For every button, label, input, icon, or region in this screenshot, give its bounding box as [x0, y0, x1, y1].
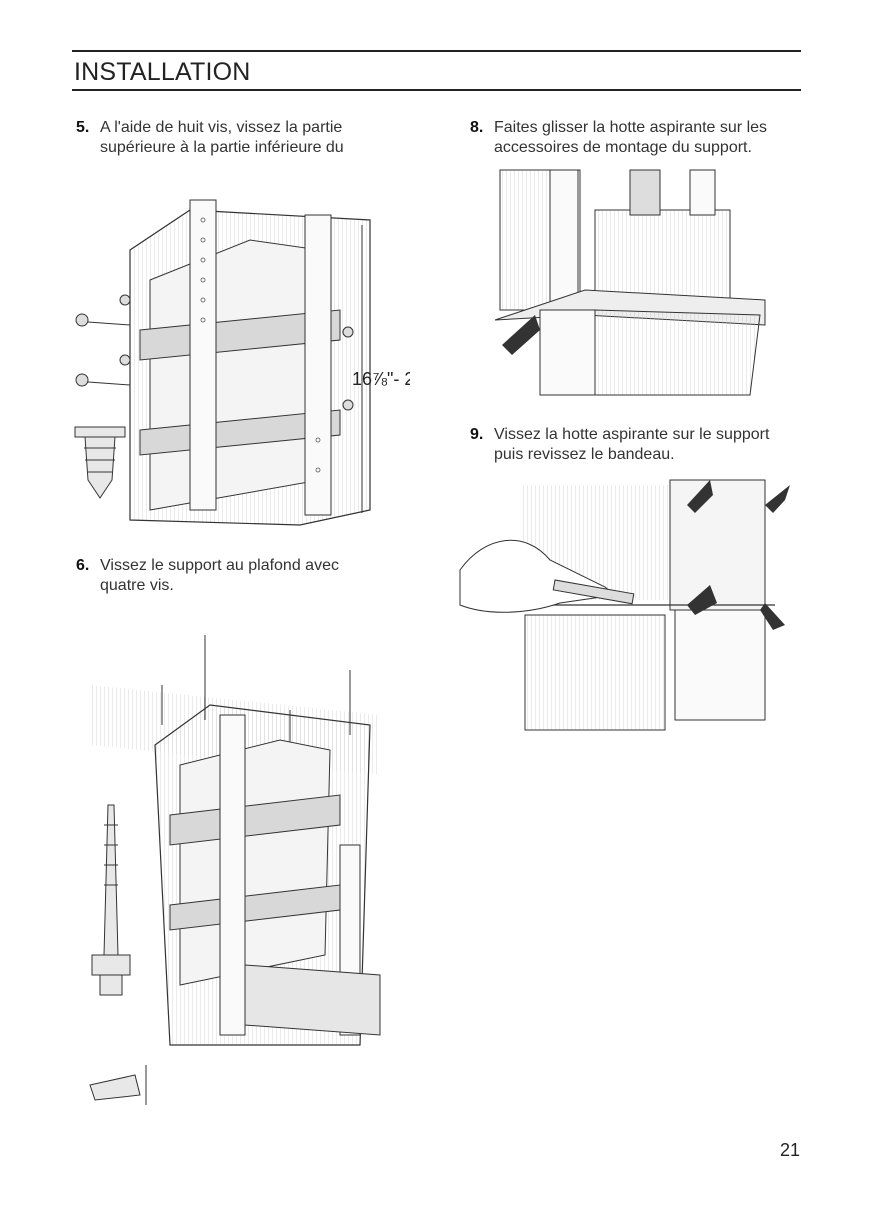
- step-number: 9.: [470, 426, 484, 443]
- step-text-line: puis revissez le bandeau.: [494, 446, 675, 463]
- step-text-line: quatre vis.: [100, 577, 174, 594]
- step-text-line: A l'aide de huit vis, vissez la partie: [100, 119, 343, 136]
- step-number: 5.: [76, 119, 90, 136]
- top-rule: [72, 50, 801, 52]
- step-number: 8.: [470, 119, 484, 136]
- title-rule: [72, 89, 801, 91]
- page-number: 21: [780, 1140, 801, 1160]
- step-text-line: Vissez le support au plafond avec: [100, 557, 339, 574]
- step-6: 6. Vissez le support au plafond avec qua…: [76, 556, 406, 596]
- step-text-line: Faites glisser la hotte aspirante sur le…: [494, 119, 768, 136]
- step-9: 9. Vissez la hotte aspirante sur le supp…: [470, 425, 800, 465]
- step-5: 5. A l'aide de huit vis, vissez la parti…: [76, 118, 406, 158]
- step-text-line: accessoires de montage du support.: [494, 139, 752, 156]
- figure-step-8-slide-hood: [494, 169, 766, 396]
- step-text-line: Vissez la hotte aspirante sur le support: [494, 426, 770, 443]
- figure-step-5-bracket-assembly: 16⅞"- 2: [74, 199, 410, 526]
- step-8: 8. Faites glisser la hotte aspirante sur…: [470, 118, 800, 158]
- step-text-line: supérieure à la partie inférieure du: [100, 139, 344, 156]
- dimension-label: 16⅞"- 2: [352, 369, 410, 389]
- figure-step-6-ceiling-mount: [89, 635, 381, 1105]
- figure-step-9-fasten-hood: [459, 479, 790, 731]
- step-number: 6.: [76, 557, 90, 574]
- page-title: INSTALLATION: [74, 58, 251, 86]
